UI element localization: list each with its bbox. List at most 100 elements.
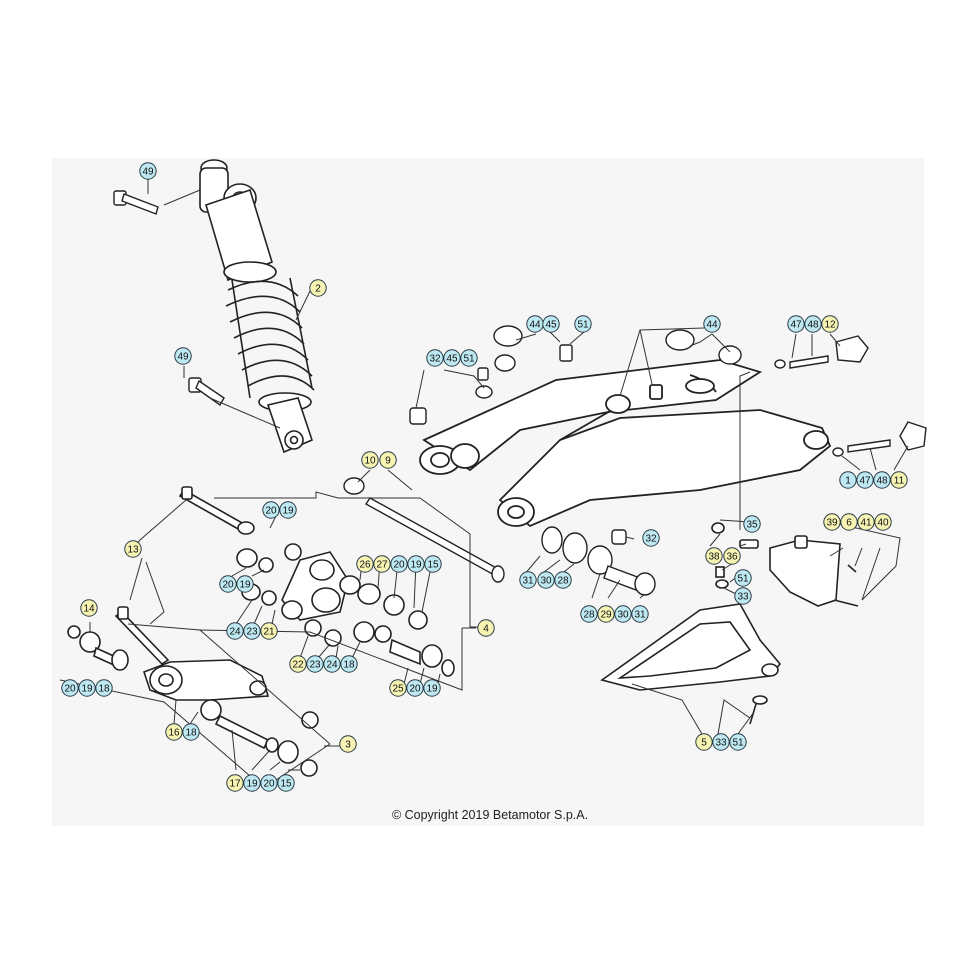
callout-label: 41	[860, 518, 872, 529]
callout-label: 6	[846, 518, 852, 529]
callout-label: 23	[246, 627, 258, 638]
callout-circle	[95, 679, 113, 697]
callout-circle	[406, 679, 424, 697]
callout-label: 13	[127, 545, 139, 556]
callout-badge: 23	[306, 655, 324, 673]
callout-badge: 38	[705, 547, 723, 565]
callout-badge: 47	[787, 315, 805, 333]
callout-badge: 20	[390, 555, 408, 573]
callout-circle	[61, 679, 79, 697]
callout-badge: 19	[236, 575, 254, 593]
callout-label: 18	[343, 660, 355, 671]
callout-circle	[695, 733, 713, 751]
callout-circle	[407, 555, 425, 573]
callout-circle	[262, 501, 280, 519]
callout-label: 20	[265, 506, 277, 517]
callout-badge: 32	[642, 529, 660, 547]
callout-badge: 19	[279, 501, 297, 519]
callout-label: 38	[708, 552, 720, 563]
callout-circle	[260, 622, 278, 640]
callout-badge: 19	[78, 679, 96, 697]
callout-label: 31	[634, 610, 646, 621]
callout-badge: 5	[695, 733, 713, 751]
callout-circle	[226, 622, 244, 640]
callout-label: 14	[83, 604, 95, 615]
callout-circle	[705, 547, 723, 565]
callout-badge: 51	[574, 315, 592, 333]
callout-circle	[839, 471, 857, 489]
callout-label: 31	[522, 576, 534, 587]
callout-label: 20	[393, 560, 405, 571]
callout-badge: 26	[356, 555, 374, 573]
callout-badge: 32	[426, 349, 444, 367]
callout-badge: 24	[323, 655, 341, 673]
callout-badge: 13	[124, 540, 142, 558]
copyright-notice: © Copyright 2019 Betamotor S.p.A.	[391, 808, 589, 822]
callout-badge: 25	[389, 679, 407, 697]
callout-circle	[477, 619, 495, 637]
callout-circle	[124, 540, 142, 558]
callout-circle	[277, 774, 295, 792]
callout-badge: 2	[309, 279, 327, 297]
callout-badge: 49	[139, 162, 157, 180]
callout-circle	[379, 451, 397, 469]
callout-circle	[857, 513, 875, 531]
callout-circle	[821, 315, 839, 333]
callout-badge: 51	[734, 569, 752, 587]
callout-circle	[174, 347, 192, 365]
callout-circle	[631, 605, 649, 623]
callout-label: 30	[540, 576, 552, 587]
callout-label: 10	[364, 456, 376, 467]
callout-badge: 19	[243, 774, 261, 792]
callout-label: 20	[64, 684, 76, 695]
callout-label: 51	[732, 738, 744, 749]
callout-label: 9	[385, 456, 391, 467]
callout-label: 27	[376, 560, 388, 571]
callout-circle	[389, 679, 407, 697]
callout-circle	[289, 655, 307, 673]
callout-badge: 20	[260, 774, 278, 792]
callout-circle	[574, 315, 592, 333]
callout-label: 47	[859, 476, 871, 487]
lower-link	[67, 606, 319, 777]
callout-badge: 31	[519, 571, 537, 589]
callout-circle	[236, 575, 254, 593]
callout-circle	[373, 555, 391, 573]
callout-label: 33	[737, 592, 749, 603]
callout-circle	[323, 655, 341, 673]
callout-label: 19	[246, 779, 258, 790]
callout-label: 25	[392, 684, 404, 695]
shock-mount-bolt-lower	[188, 377, 225, 407]
callout-label: 4	[483, 624, 489, 635]
callout-circle	[260, 774, 278, 792]
callout-circle	[426, 349, 444, 367]
callout-label: 32	[645, 534, 657, 545]
callout-circle	[804, 315, 822, 333]
callout-badge: 27	[373, 555, 391, 573]
callout-badge: 6	[840, 513, 858, 531]
callout-circle	[642, 529, 660, 547]
callout-label: 15	[280, 779, 292, 790]
callout-badge: 9	[379, 451, 397, 469]
callout-circle	[729, 733, 747, 751]
callout-label: 51	[577, 320, 589, 331]
callout-label: 20	[409, 684, 421, 695]
shock-mount-bolt-upper	[113, 190, 159, 215]
callout-badge: 20	[406, 679, 424, 697]
callout-badge: 33	[734, 587, 752, 605]
callout-circle	[734, 569, 752, 587]
callout-circle	[279, 501, 297, 519]
callout-circle	[243, 622, 261, 640]
callout-badge: 24	[226, 622, 244, 640]
callout-circle	[874, 513, 892, 531]
callout-circle	[219, 575, 237, 593]
callout-badge: 45	[443, 349, 461, 367]
callout-label: 12	[824, 320, 836, 331]
callout-label: 28	[583, 610, 595, 621]
callout-label: 19	[410, 560, 422, 571]
callout-label: 3	[345, 740, 351, 751]
callout-label: 19	[239, 580, 251, 591]
callout-badge: 18	[95, 679, 113, 697]
callout-label: 2	[315, 284, 321, 295]
